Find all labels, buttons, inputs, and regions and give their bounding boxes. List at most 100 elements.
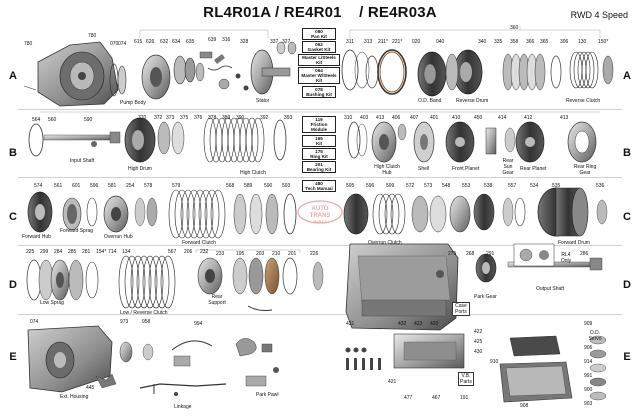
part-number: 074 (30, 319, 39, 325)
part-number: 373 (166, 115, 175, 121)
part-number: 596 (366, 183, 375, 189)
kit-label: Kit (315, 60, 323, 65)
part-number: 578 (144, 183, 153, 189)
part-number: 579 (172, 183, 181, 189)
part-number: 327 (282, 39, 291, 45)
input-shaft (28, 123, 121, 157)
label-rear-support: Rear Support (208, 294, 226, 306)
row-letter-c-left: C (9, 211, 17, 223)
part-number: 412 (524, 115, 533, 121)
part-number: 900 (584, 387, 593, 393)
b-row-seal-rings (347, 121, 368, 159)
low-sprag (26, 259, 99, 301)
part-number: 130 (578, 39, 587, 45)
part-number: 040 (436, 39, 445, 45)
part-number: 572 (406, 183, 415, 189)
row-divider (18, 109, 622, 110)
label-park-pawl: Park Pawl (256, 392, 279, 398)
part-number: 908 (520, 403, 529, 409)
part-number: 626 (146, 39, 155, 45)
extension-housing (27, 325, 117, 393)
part-number: 195 (236, 251, 245, 257)
kit-number: 165 (315, 136, 323, 141)
part-number: 421 (388, 379, 397, 385)
part-number: 268 (466, 251, 475, 257)
label-output-shaft: Output Shaft (536, 286, 565, 292)
part-number: 590 (84, 117, 93, 123)
shell (413, 121, 435, 163)
label-input-shaft: Input Shaft (70, 158, 95, 164)
part-number: 358 (510, 39, 519, 45)
part-number: 413 (560, 115, 569, 121)
part-number: 389 (222, 115, 231, 121)
part-number: 074 (118, 41, 127, 47)
part-number: 581 (108, 183, 117, 189)
part-number: 564 (32, 117, 41, 123)
part-number: 548 (442, 183, 451, 189)
part-number: 286 (580, 251, 589, 257)
kit-label: Master L/Steels (302, 55, 336, 60)
planetary-set (445, 121, 597, 163)
label-reverse-drum: Reverse Drum (456, 98, 489, 104)
kit-number: 175 (315, 149, 323, 154)
part-number: 632 (160, 39, 169, 45)
part-number: 422 (474, 329, 483, 335)
kit-box-bushing-kit: 078 Bushing Kit (302, 86, 336, 98)
label-front-planet: Front Planet (452, 166, 480, 172)
part-number: 536 (596, 183, 605, 189)
kit-label: Bearing Kit (306, 167, 332, 172)
part-number: 595 (346, 183, 355, 189)
kit-label: Gasket Kit (307, 47, 331, 52)
part-number: 903 (584, 401, 593, 407)
part-number: 254 (126, 183, 135, 189)
kit-number: 480 (315, 181, 323, 186)
label-forward-hub: Forward Hub (22, 234, 51, 240)
part-number: 313 (364, 39, 373, 45)
part-number: 299 (40, 249, 49, 255)
part-number: 574 (34, 183, 43, 189)
part-number: 958 (142, 319, 151, 325)
pump-body-bellhousing (23, 41, 119, 107)
kit-label: Kit (315, 141, 323, 146)
transmission-case (345, 243, 459, 331)
part-number: 291 (486, 251, 495, 257)
part-number: 780 (88, 33, 97, 39)
forward-sprag (62, 197, 98, 231)
part-number: 553 (462, 183, 471, 189)
part-number: 906 (584, 345, 593, 351)
part-number: 211* (378, 39, 388, 45)
stator-shaft (250, 41, 297, 95)
high-clutch-hub (371, 121, 407, 163)
part-number: 226 (310, 251, 319, 257)
kit-label: Kit (315, 78, 323, 83)
part-number: 407 (410, 115, 419, 121)
part-number: 973 (120, 319, 129, 325)
part-number: 560 (48, 117, 57, 123)
forward-drum (537, 187, 608, 237)
part-number: 366 (526, 39, 535, 45)
forward-clutch-pack (168, 189, 297, 239)
od-drum (417, 51, 447, 97)
part-number: 450 (474, 115, 483, 121)
rear-support (197, 257, 324, 311)
part-number: 567 (168, 249, 177, 255)
part-number: 134 (122, 249, 131, 255)
svg-text:PARTS: PARTS (313, 219, 327, 224)
label-pump-body: Pump Body (120, 100, 146, 106)
row-divider (18, 245, 622, 246)
kit-label: Master W/Steels (301, 73, 337, 78)
part-number: 994 (194, 321, 203, 327)
part-number: 191 (460, 395, 469, 401)
part-number: 639 (208, 37, 217, 43)
part-number: 154* (96, 249, 107, 255)
kit-box-165: 165 Kit (302, 135, 336, 147)
part-number: 615 (134, 39, 143, 45)
part-number: 150* (598, 39, 609, 45)
kit-label: Module (310, 127, 328, 132)
part-number: 910 (490, 359, 499, 365)
e-row-small-parts (119, 341, 154, 363)
part-number: 601 (72, 183, 81, 189)
overrun-clutch-parts (343, 193, 526, 235)
part-number: 573 (424, 183, 433, 189)
